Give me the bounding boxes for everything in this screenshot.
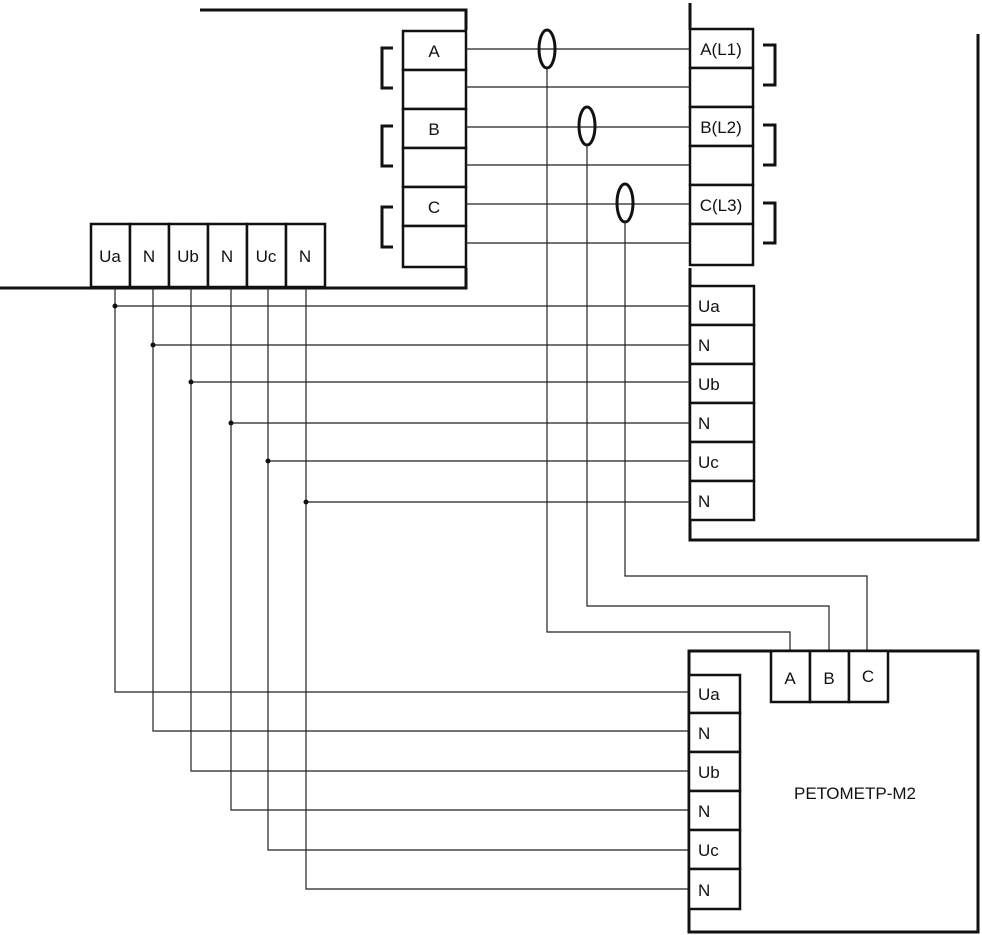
retometer-name: РЕТОМЕТР-М2 <box>794 784 916 803</box>
generator-current-label: A <box>428 42 440 61</box>
meter-title-mask <box>800 0 982 34</box>
generator-voltage-terminal-block: Ua N Ub N Uc N <box>89 222 327 289</box>
retometer-clamp-terminal <box>847 649 890 704</box>
terminal-bracket <box>380 124 393 168</box>
junction-dot <box>265 458 271 464</box>
generator-voltage-label: N <box>221 247 233 266</box>
current-clamps <box>537 28 635 224</box>
generator-title-mask <box>0 0 200 40</box>
clamp-lead-c <box>624 222 868 652</box>
retometer-clamp-terminal <box>769 649 812 704</box>
generator-voltage-label: Ua <box>99 247 121 266</box>
retometer-voltage-label: Ub <box>698 763 720 782</box>
meter-voltage-terminal <box>688 323 756 366</box>
current-clamp-c-icon <box>615 182 635 224</box>
generator-current-terminal <box>401 224 468 269</box>
voltage-wire-ub <box>190 287 689 772</box>
retometer-clamp-label: C <box>862 667 874 686</box>
generator-voltage-terminal <box>206 222 249 289</box>
generator-current-label: C <box>428 198 440 217</box>
clamp-leads <box>546 68 868 652</box>
retometer-clamp-label: B <box>823 669 834 688</box>
generator-voltage-label: Uc <box>256 247 277 266</box>
meter-current-terminal <box>688 222 755 267</box>
meter-current-terminal <box>688 66 755 109</box>
voltage-wire-ua <box>114 287 689 693</box>
meter-voltage-label: N <box>698 336 710 355</box>
meter-voltage-terminal <box>688 362 756 405</box>
generator-voltage-terminal <box>128 222 171 289</box>
terminal-bracket <box>380 205 393 249</box>
terminal-bracket <box>763 43 777 87</box>
generator-voltage-label: N <box>143 247 155 266</box>
retometer-voltage-terminal <box>687 828 742 871</box>
meter-current-terminal <box>688 183 755 226</box>
meter-voltage-label: N <box>698 414 710 433</box>
clamp-lead-a <box>546 68 791 652</box>
meter-voltage-label: Ua <box>698 297 720 316</box>
retometer-voltage-terminal <box>687 867 742 911</box>
meter-current-label: B(L2) <box>700 118 742 137</box>
generator-current-terminal <box>401 29 468 72</box>
voltage-wire-n1 <box>152 287 689 732</box>
voltage-wire-n2 <box>230 287 689 811</box>
generator-current-terminal <box>401 185 468 228</box>
junction-dot <box>150 342 156 348</box>
generator-current-terminal-block: A B C <box>401 29 468 269</box>
meter-current-terminal-block: A(L1) B(L2) C(L3) <box>688 27 755 267</box>
retometer-clamp-terminal-block: A B C <box>769 649 890 704</box>
retometer-voltage-terminal-block: Ua N Ub N Uc N <box>687 673 742 911</box>
retometer-voltage-label: N <box>698 802 710 821</box>
retometer-voltage-label: Uc <box>698 841 719 860</box>
junction-dot <box>188 379 194 385</box>
clamp-lead-b <box>586 145 830 652</box>
current-clamp-b-icon <box>577 105 597 147</box>
meter-voltage-terminal-block: Ua N Ub N Uc N <box>688 284 756 522</box>
generator-voltage-label: N <box>299 247 311 266</box>
voltage-wires <box>112 287 690 890</box>
meter-voltage-terminal <box>688 479 756 522</box>
meter-current-terminal <box>688 144 755 187</box>
meter-voltage-label: N <box>698 492 710 511</box>
generator-device <box>0 0 468 290</box>
generator-current-label: B <box>428 120 439 139</box>
generator-voltage-terminal <box>284 222 327 289</box>
junction-dot <box>228 420 234 426</box>
meter-terminal-brackets <box>763 43 777 245</box>
retometer-voltage-terminal <box>687 789 742 832</box>
meter-voltage-label: Ub <box>698 375 720 394</box>
terminal-bracket <box>763 123 777 167</box>
retometer-voltage-terminal <box>687 711 742 754</box>
voltage-wire-n3 <box>305 287 689 890</box>
terminal-bracket <box>380 46 393 90</box>
junction-dot <box>112 303 118 309</box>
generator-current-terminal <box>401 146 468 189</box>
generator-current-terminal <box>401 68 468 111</box>
retometer-clamp-terminal <box>808 649 851 704</box>
current-wires <box>466 48 690 244</box>
meter-current-label: C(L3) <box>700 196 743 215</box>
retometer-voltage-label: N <box>698 724 710 743</box>
generator-terminal-brackets <box>380 46 393 249</box>
meter-current-label: A(L1) <box>700 40 742 59</box>
junction-dot <box>303 499 309 505</box>
retometer-voltage-label: Ua <box>698 685 720 704</box>
retometer-voltage-terminal <box>687 750 742 793</box>
meter-voltage-label: Uc <box>698 453 719 472</box>
voltage-wire-uc <box>267 287 689 851</box>
retometer-voltage-label: N <box>698 881 710 900</box>
retometer-clamp-label: A <box>784 669 796 688</box>
generator-voltage-label: Ub <box>177 247 199 266</box>
terminal-bracket <box>763 201 777 245</box>
